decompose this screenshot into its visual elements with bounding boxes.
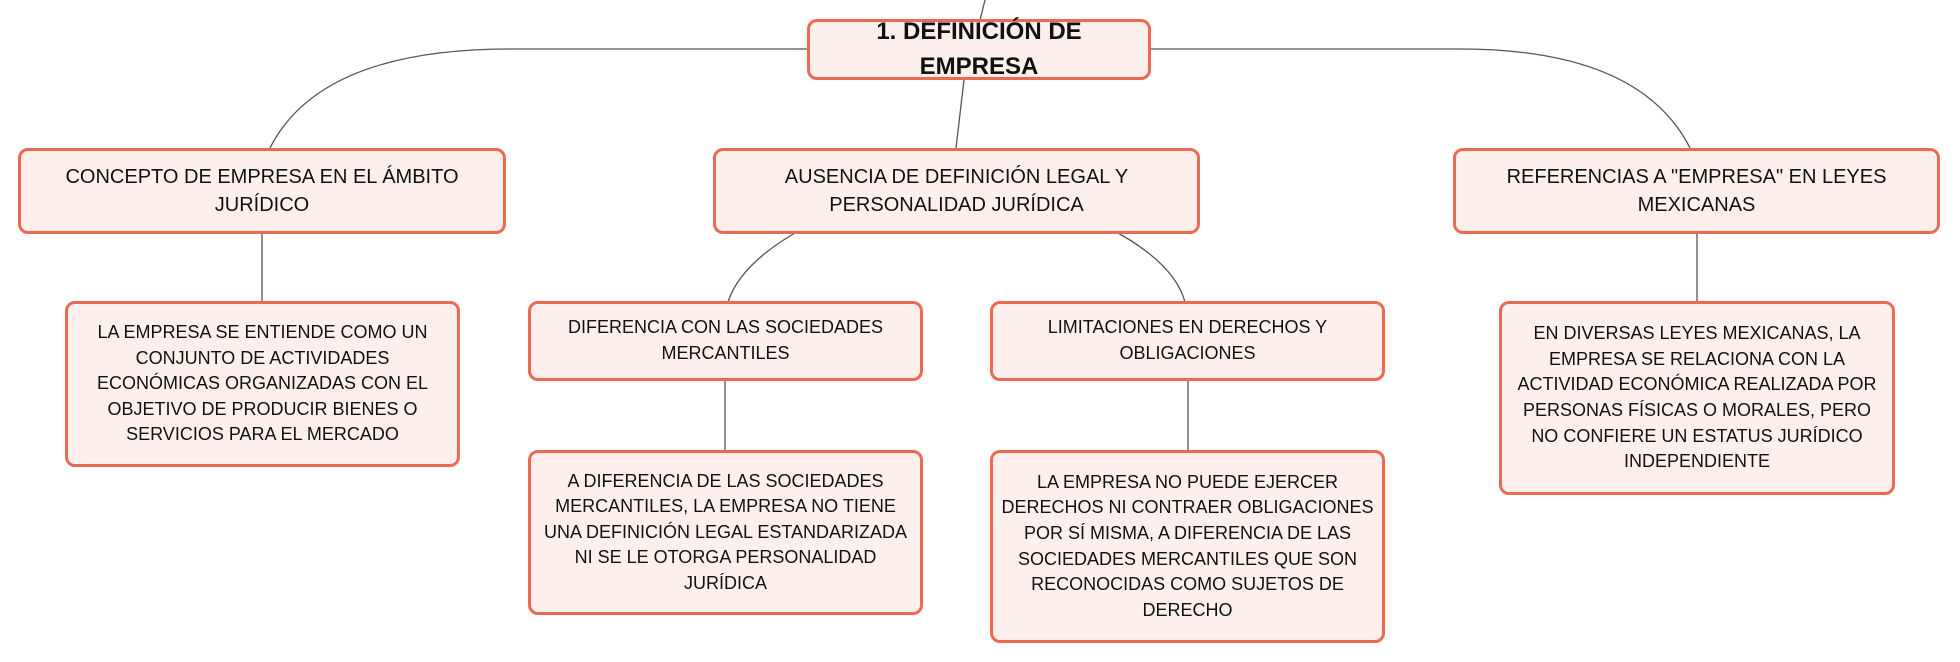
diferencia-label: DIFERENCIA CON LAS SOCIEDADES MERCANTILE… — [567, 317, 884, 363]
concepto-detail-text: LA EMPRESA SE ENTIENDE COMO UN CONJUNTO … — [96, 322, 429, 445]
branch-concepto-node[interactable]: CONCEPTO DE EMPRESA EN EL ÁMBITO JURÍDIC… — [18, 148, 506, 234]
connector-root-parent — [979, 0, 986, 21]
branch-concepto-label: CONCEPTO DE EMPRESA EN EL ÁMBITO JURÍDIC… — [65, 165, 459, 216]
branch-ausencia-node[interactable]: AUSENCIA DE DEFINICIÓN LEGAL Y PERSONALI… — [713, 148, 1200, 234]
branch-referencias-node[interactable]: REFERENCIAS A "EMPRESA" EN LEYES MEXICAN… — [1453, 148, 1940, 234]
concepto-detail-node[interactable]: LA EMPRESA SE ENTIENDE COMO UN CONJUNTO … — [65, 301, 460, 467]
branch-ausencia-label: AUSENCIA DE DEFINICIÓN LEGAL Y PERSONALI… — [784, 165, 1129, 216]
connector-ausencia-diferencia — [727, 232, 796, 303]
limitaciones-detail-text: LA EMPRESA NO PUEDE EJERCER DERECHOS NI … — [1001, 471, 1374, 620]
diferencia-node[interactable]: DIFERENCIA CON LAS SOCIEDADES MERCANTILE… — [528, 301, 923, 381]
referencias-detail-node[interactable]: EN DIVERSAS LEYES MEXICANAS, LA EMPRESA … — [1499, 301, 1895, 495]
diferencia-detail-node[interactable]: A DIFERENCIA DE LAS SOCIEDADES MERCANTIL… — [528, 450, 923, 615]
connector-ausencia-limitaciones — [1117, 232, 1186, 303]
root-node-label: 1. DEFINICIÓN DE EMPRESA — [876, 18, 1082, 80]
root-node[interactable]: 1. DEFINICIÓN DE EMPRESA — [807, 18, 1151, 80]
diferencia-detail-text: A DIFERENCIA DE LAS SOCIEDADES MERCANTIL… — [543, 470, 908, 593]
limitaciones-label: LIMITACIONES EN DERECHOS Y OBLIGACIONES — [1047, 317, 1328, 363]
connector-root-ausencia — [955, 79, 965, 149]
connector-root-referencias — [1150, 48, 1691, 149]
connector-root-concepto — [269, 48, 808, 149]
limitaciones-detail-node[interactable]: LA EMPRESA NO PUEDE EJERCER DERECHOS NI … — [990, 450, 1385, 643]
referencias-detail-text: EN DIVERSAS LEYES MEXICANAS, LA EMPRESA … — [1517, 323, 1877, 472]
limitaciones-node[interactable]: LIMITACIONES EN DERECHOS Y OBLIGACIONES — [990, 301, 1385, 381]
branch-referencias-label: REFERENCIAS A "EMPRESA" EN LEYES MEXICAN… — [1506, 165, 1887, 216]
